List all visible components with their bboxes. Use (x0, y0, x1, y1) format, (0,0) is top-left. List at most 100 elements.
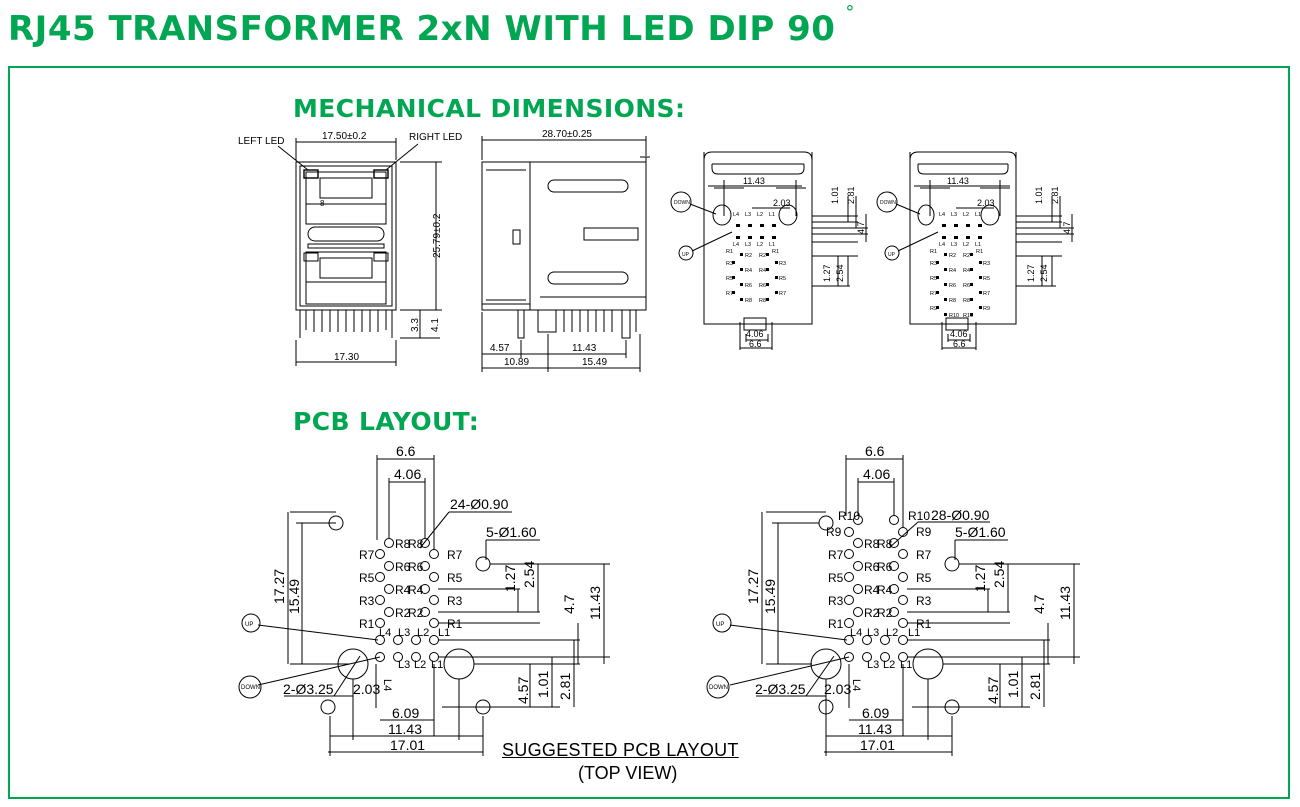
bottom-view-pins (732, 224, 982, 316)
pcbr-pin-l3: L3 (867, 627, 879, 639)
bottom-view-1 (670, 151, 868, 350)
pcbr-pin-r7: R7 (828, 548, 844, 562)
pcbr-pin-r8: R8 (864, 537, 880, 551)
bv1-pin-r6: R6 (745, 283, 752, 289)
bv2-pin-r8b: R8 (949, 298, 956, 304)
bv2-pin-r2: R2 (949, 253, 956, 259)
bv2-pin-r2b: R2 (963, 253, 970, 259)
bv2-pin-l3: L3 (951, 212, 957, 218)
pcbl-dim-1549: 15.49 (286, 579, 302, 614)
pcbl-pin-r6b: R6 (408, 560, 424, 574)
bv2-pin-r8: R8 (963, 298, 970, 304)
side-view (481, 136, 650, 372)
pcbl-dim-281: 2.81 (557, 673, 573, 700)
pcbr-dim-127: 1.27 (972, 565, 988, 592)
pcbl-pin-r2b: R2 (408, 606, 424, 620)
bv2-pin-r1b: R1 (976, 249, 983, 255)
page-title: RJ45 TRANSFORMER 2xN WITH LED DIP 90° (8, 2, 855, 49)
pcbl-pin-l1: L1 (438, 627, 450, 639)
pcbr-mount: 5-Ø1.60 (955, 524, 1006, 540)
bv1-pin-r2: R2 (745, 253, 752, 259)
pcbl-pin-r7: R7 (359, 548, 375, 562)
pcbr-dim-457: 4.57 (985, 677, 1001, 704)
pcbr-dim-254: 2.54 (991, 561, 1007, 588)
bv2-dim-254: 2.54 (1039, 264, 1049, 282)
bv1-down-label: DOWN (674, 200, 690, 206)
bv2-dim-281: 2.81 (1050, 186, 1060, 204)
port-number-label: 8 (320, 199, 325, 208)
bv1-dim-1143: 11.43 (743, 176, 765, 186)
pcbr-pin-r1b: R1 (916, 617, 932, 631)
bv2-pin-l1b: L1 (975, 242, 981, 248)
pcbl-led-holes: 2-Ø3.25 (283, 681, 334, 697)
bv2-pin-r9: R9 (930, 306, 937, 312)
bv1-pin-l2b: L2 (757, 242, 763, 248)
pcbr-pin-l3b: L3 (867, 659, 879, 671)
side-dim-1089: 10.89 (504, 357, 529, 368)
bv2-pin-r3b: R3 (983, 261, 990, 267)
bv2-pin-r10b: R10 (963, 313, 973, 319)
bv2-pin-r10: R10 (949, 313, 959, 319)
pcbr-pin-l2: L2 (886, 627, 898, 639)
pcbr-holes: 28-Ø0.90 (931, 507, 990, 523)
pcbr-pin-l1: L1 (908, 627, 920, 639)
bv1-pin-r4: R4 (759, 268, 766, 274)
bv2-pin-l4b: L4 (939, 242, 945, 248)
bv1-pin-r5b: R5 (779, 276, 786, 282)
left-led-label: LEFT LED (238, 136, 285, 147)
pcbr-pin-r10: R10 (838, 509, 860, 523)
section-title-mechanical: MECHANICAL DIMENSIONS: (293, 94, 686, 123)
pcbr-pin-r6b: R6 (877, 560, 893, 574)
pcbl-dim-1727: 17.27 (271, 569, 287, 604)
front-dim-b: 4.1 (430, 318, 441, 332)
pcbl-pin-r4: R4 (395, 583, 411, 597)
bv1-pin-l1: L1 (769, 212, 775, 218)
bv2-dim-406: 4.06 (950, 329, 968, 339)
pcbl-dim-1701: 17.01 (390, 737, 425, 753)
caption-suggested-layout: SUGGESTED PCB LAYOUT (502, 740, 739, 760)
pcbr-pin-r3b: R3 (916, 594, 932, 608)
bv1-pin-l4b: L4 (733, 242, 739, 248)
bottom-view-2 (876, 151, 1074, 350)
bv1-dim-66: 6.6 (749, 339, 762, 349)
bv2-pin-r7b: R7 (983, 291, 990, 297)
pcbr-pin-r3: R3 (828, 594, 844, 608)
pcbr-pin-r4: R4 (864, 583, 880, 597)
pcbl-pin-r6: R6 (395, 560, 411, 574)
pcbl-pin-l4: L4 (379, 627, 391, 639)
pcbl-pin-r7b: R7 (447, 548, 463, 562)
pcb-layout-right (706, 455, 1080, 756)
pcbr-pin-r2b: R2 (877, 606, 893, 620)
side-dim-1143: 11.43 (572, 343, 597, 354)
pcbr-pin-r9b: R9 (916, 525, 932, 539)
side-dim-1549: 15.49 (582, 357, 607, 368)
bv2-dim-66: 6.6 (953, 339, 966, 349)
pcbr-pin-r5b: R5 (916, 571, 932, 585)
pcbl-pin-l2: L2 (417, 627, 429, 639)
pcbl-pin-r3b: R3 (447, 594, 463, 608)
pcbr-pin-r6: R6 (864, 560, 880, 574)
bv1-dim-127: 1.27 (822, 264, 832, 282)
bv1-pin-r2b: R2 (759, 253, 766, 259)
front-view (277, 138, 442, 366)
bv2-pin-l3b: L3 (951, 242, 957, 248)
pcbr-dim-47: 4.7 (1031, 594, 1047, 614)
pcbr-dim-203: 2.03 (824, 681, 851, 697)
bv2-pin-r6: R6 (949, 283, 956, 289)
pcbr-pin-r9: R9 (826, 525, 842, 539)
front-width-dim: 17.50±0.2 (322, 131, 367, 142)
pcbl-pin-l3b: L3 (398, 659, 410, 671)
bv1-pin-r1b: R1 (772, 249, 779, 255)
pcbl-dim-127: 1.27 (502, 565, 518, 592)
bv1-pin-r1: R1 (726, 249, 733, 255)
bv1-pin-r6b: R6 (759, 283, 766, 289)
bv1-up-label: UP (682, 252, 690, 258)
bv1-dim-254: 2.54 (835, 264, 845, 282)
bv1-pin-r8b: R8 (745, 298, 752, 304)
bv1-pin-l1b: L1 (769, 242, 775, 248)
bv2-dim-47: 4.7 (1062, 221, 1072, 234)
pcbl-pin-r1b: R1 (447, 617, 463, 631)
pcbr-dim-1549: 15.49 (762, 579, 778, 614)
bv1-pin-l3: L3 (745, 212, 751, 218)
